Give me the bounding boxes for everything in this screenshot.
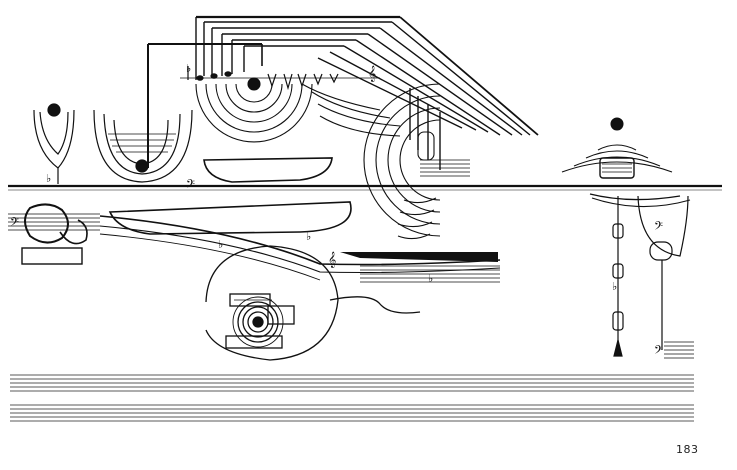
flat-6: ♭ <box>186 62 191 75</box>
left-bowl-shapes <box>33 103 193 184</box>
right-wave-source <box>561 117 691 208</box>
left-cluster <box>8 201 501 281</box>
notation-glyphs: 𝄞 𝄢 𝄞 𝄢 𝄢 𝄢 ♭ ♭ ♭ ♭ ♭ ♭ <box>10 62 663 360</box>
bottom-staff-upper <box>10 374 694 392</box>
center-right-arcs <box>363 83 470 240</box>
bass-clef-1: 𝄢 <box>186 178 195 194</box>
bass-clef-4: 𝄢 <box>654 344 663 360</box>
flat-2: ♭ <box>218 238 223 251</box>
center-capsule <box>192 157 333 187</box>
flat-1: ♭ <box>46 172 51 185</box>
page-number: 183 <box>676 443 699 456</box>
wedge-staff <box>360 265 500 283</box>
flat-4: ♭ <box>428 272 433 285</box>
top-center-arcs <box>195 77 401 143</box>
tapered-wedge <box>340 252 498 262</box>
treble-clef-2: 𝄞 <box>328 252 336 268</box>
lower-spiral-shape <box>205 245 421 361</box>
flat-3: ♭ <box>306 230 311 243</box>
top-note-row <box>180 66 380 91</box>
bottom-staff-lower <box>10 404 694 422</box>
bass-clef-3: 𝄢 <box>654 220 663 236</box>
treble-clef-1: 𝄞 <box>368 66 376 82</box>
right-vertical-columns <box>612 195 694 359</box>
bass-clef-2: 𝄢 <box>10 216 19 232</box>
flat-5: ♭ <box>612 280 617 293</box>
